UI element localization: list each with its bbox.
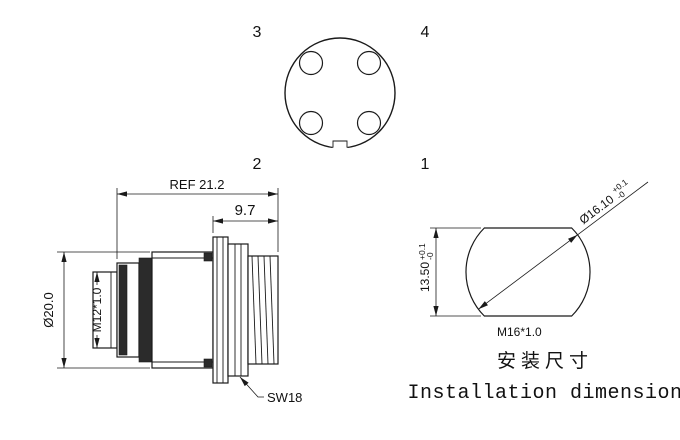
dim-ref-text: REF 21.2 [170,177,225,192]
caption-english: Installation dimension [407,382,680,405]
label-m12-text: M12*1.0 [90,287,104,332]
pin-2 [298,110,324,136]
pin-label-bottom-right: 1 [421,156,430,173]
thread-line-4 [269,255,275,365]
keyway-mask [332,143,348,150]
thread-line-1 [251,255,257,365]
pin-4 [356,50,382,76]
dim-ref-21-2: REF 21.2 [116,177,279,259]
thread-line-3 [263,255,269,365]
dim-dia-20: Ø20.0 [41,251,150,369]
o-ring-top [203,252,213,262]
dim-13-50: 13.50 +0.1 -0 [417,227,481,317]
connector-face-view: 3 4 2 1 [253,24,430,173]
pin-1 [356,110,382,136]
connector-side-view: REF 21.2 9.7 Ø20.0 M12*1.0 [41,177,302,405]
pin-label-top-left: 3 [253,24,262,41]
panel-flange [212,236,229,384]
main-cylinder [151,251,214,369]
installation-view: Ø16.10 +0.1 -0 13.50 +0.1 -0 M16*1.0 安装尺… [407,177,680,405]
label-m12-thread: M12*1.0 [90,272,104,348]
label-m16-thread: M16*1.0 [497,325,542,339]
o-ring-bottom [203,358,213,368]
pin-label-bottom-left: 2 [253,156,262,173]
dim-13-50-text: 13.50 [418,262,432,292]
pin-3 [298,50,324,76]
dim-dia-20-text: Ø20.0 [41,292,56,327]
hex-nut [227,243,249,377]
keyway-notch [332,140,348,148]
caption-chinese: 安装尺寸 [497,350,593,372]
pin-label-top-right: 4 [421,24,430,41]
dim-13-50-tol-upper: +0.1 [417,243,427,260]
gasket-band [118,264,128,356]
label-sw18-text: SW18 [267,390,302,405]
dim-9-7-text: 9.7 [235,202,256,219]
dim-13-50-tol-lower: -0 [425,252,435,260]
coupling-ring [138,257,153,363]
thread-line-2 [257,255,263,365]
label-sw18: SW18 [239,376,302,405]
connector-face-outline [284,37,396,149]
dim-9-7: 9.7 [212,202,278,233]
